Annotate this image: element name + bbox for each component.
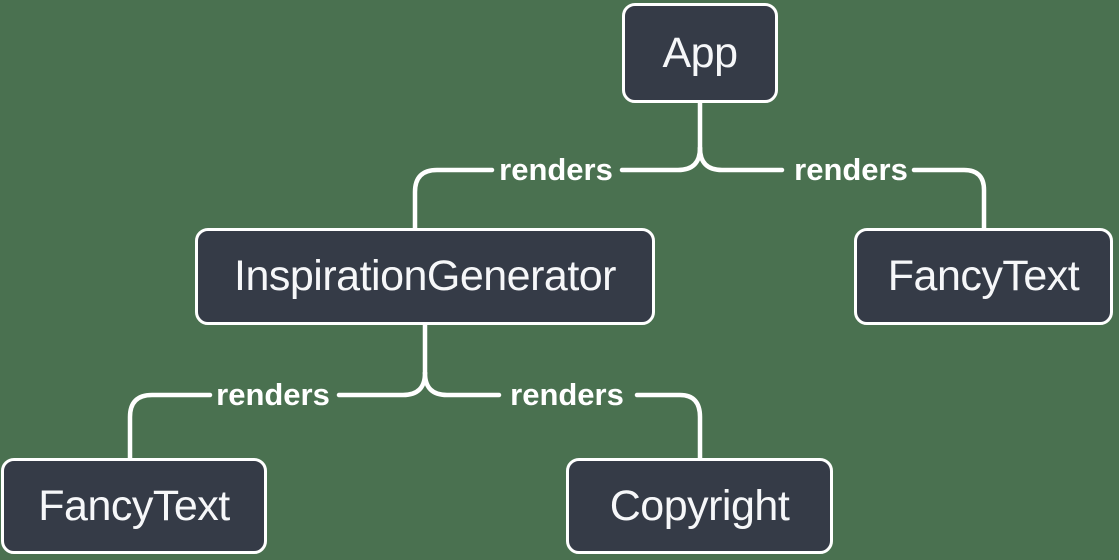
node-fancytext-bottom-label: FancyText	[38, 481, 230, 530]
connector-app-to-fancytext-a	[697, 145, 785, 173]
edge-label-inspirationgenerator-copyright: renders	[510, 377, 624, 412]
connector-app-to-fancytext-b	[911, 167, 987, 231]
connector-app-to-inspirationgenerator-a	[619, 145, 703, 173]
node-copyright: Copyright	[566, 458, 833, 554]
connector-app-to-inspirationgenerator-b	[412, 167, 495, 231]
node-app: App	[622, 3, 778, 103]
connector-inspirationgenerator-to-copyright-b	[634, 392, 703, 461]
connector-inspirationgenerator-to-copyright-a	[422, 370, 502, 398]
node-fancytext-top: FancyText	[854, 228, 1113, 325]
connector-inspirationgenerator-to-fancytext-a	[336, 370, 428, 398]
connector-inspirationgenerator-to-fancytext-b	[127, 392, 213, 461]
node-inspiration-generator-label: InspirationGenerator	[234, 252, 617, 300]
edge-label-app-fancytext: renders	[794, 152, 908, 187]
edge-label-app-inspirationgenerator: renders	[499, 152, 613, 187]
node-inspiration-generator: InspirationGenerator	[195, 228, 655, 325]
node-app-label: App	[662, 28, 738, 77]
node-fancytext-bottom: FancyText	[1, 458, 267, 554]
node-copyright-label: Copyright	[609, 481, 790, 530]
edge-label-inspirationgenerator-fancytext: renders	[216, 377, 330, 412]
node-fancytext-top-label: FancyText	[887, 252, 1080, 300]
